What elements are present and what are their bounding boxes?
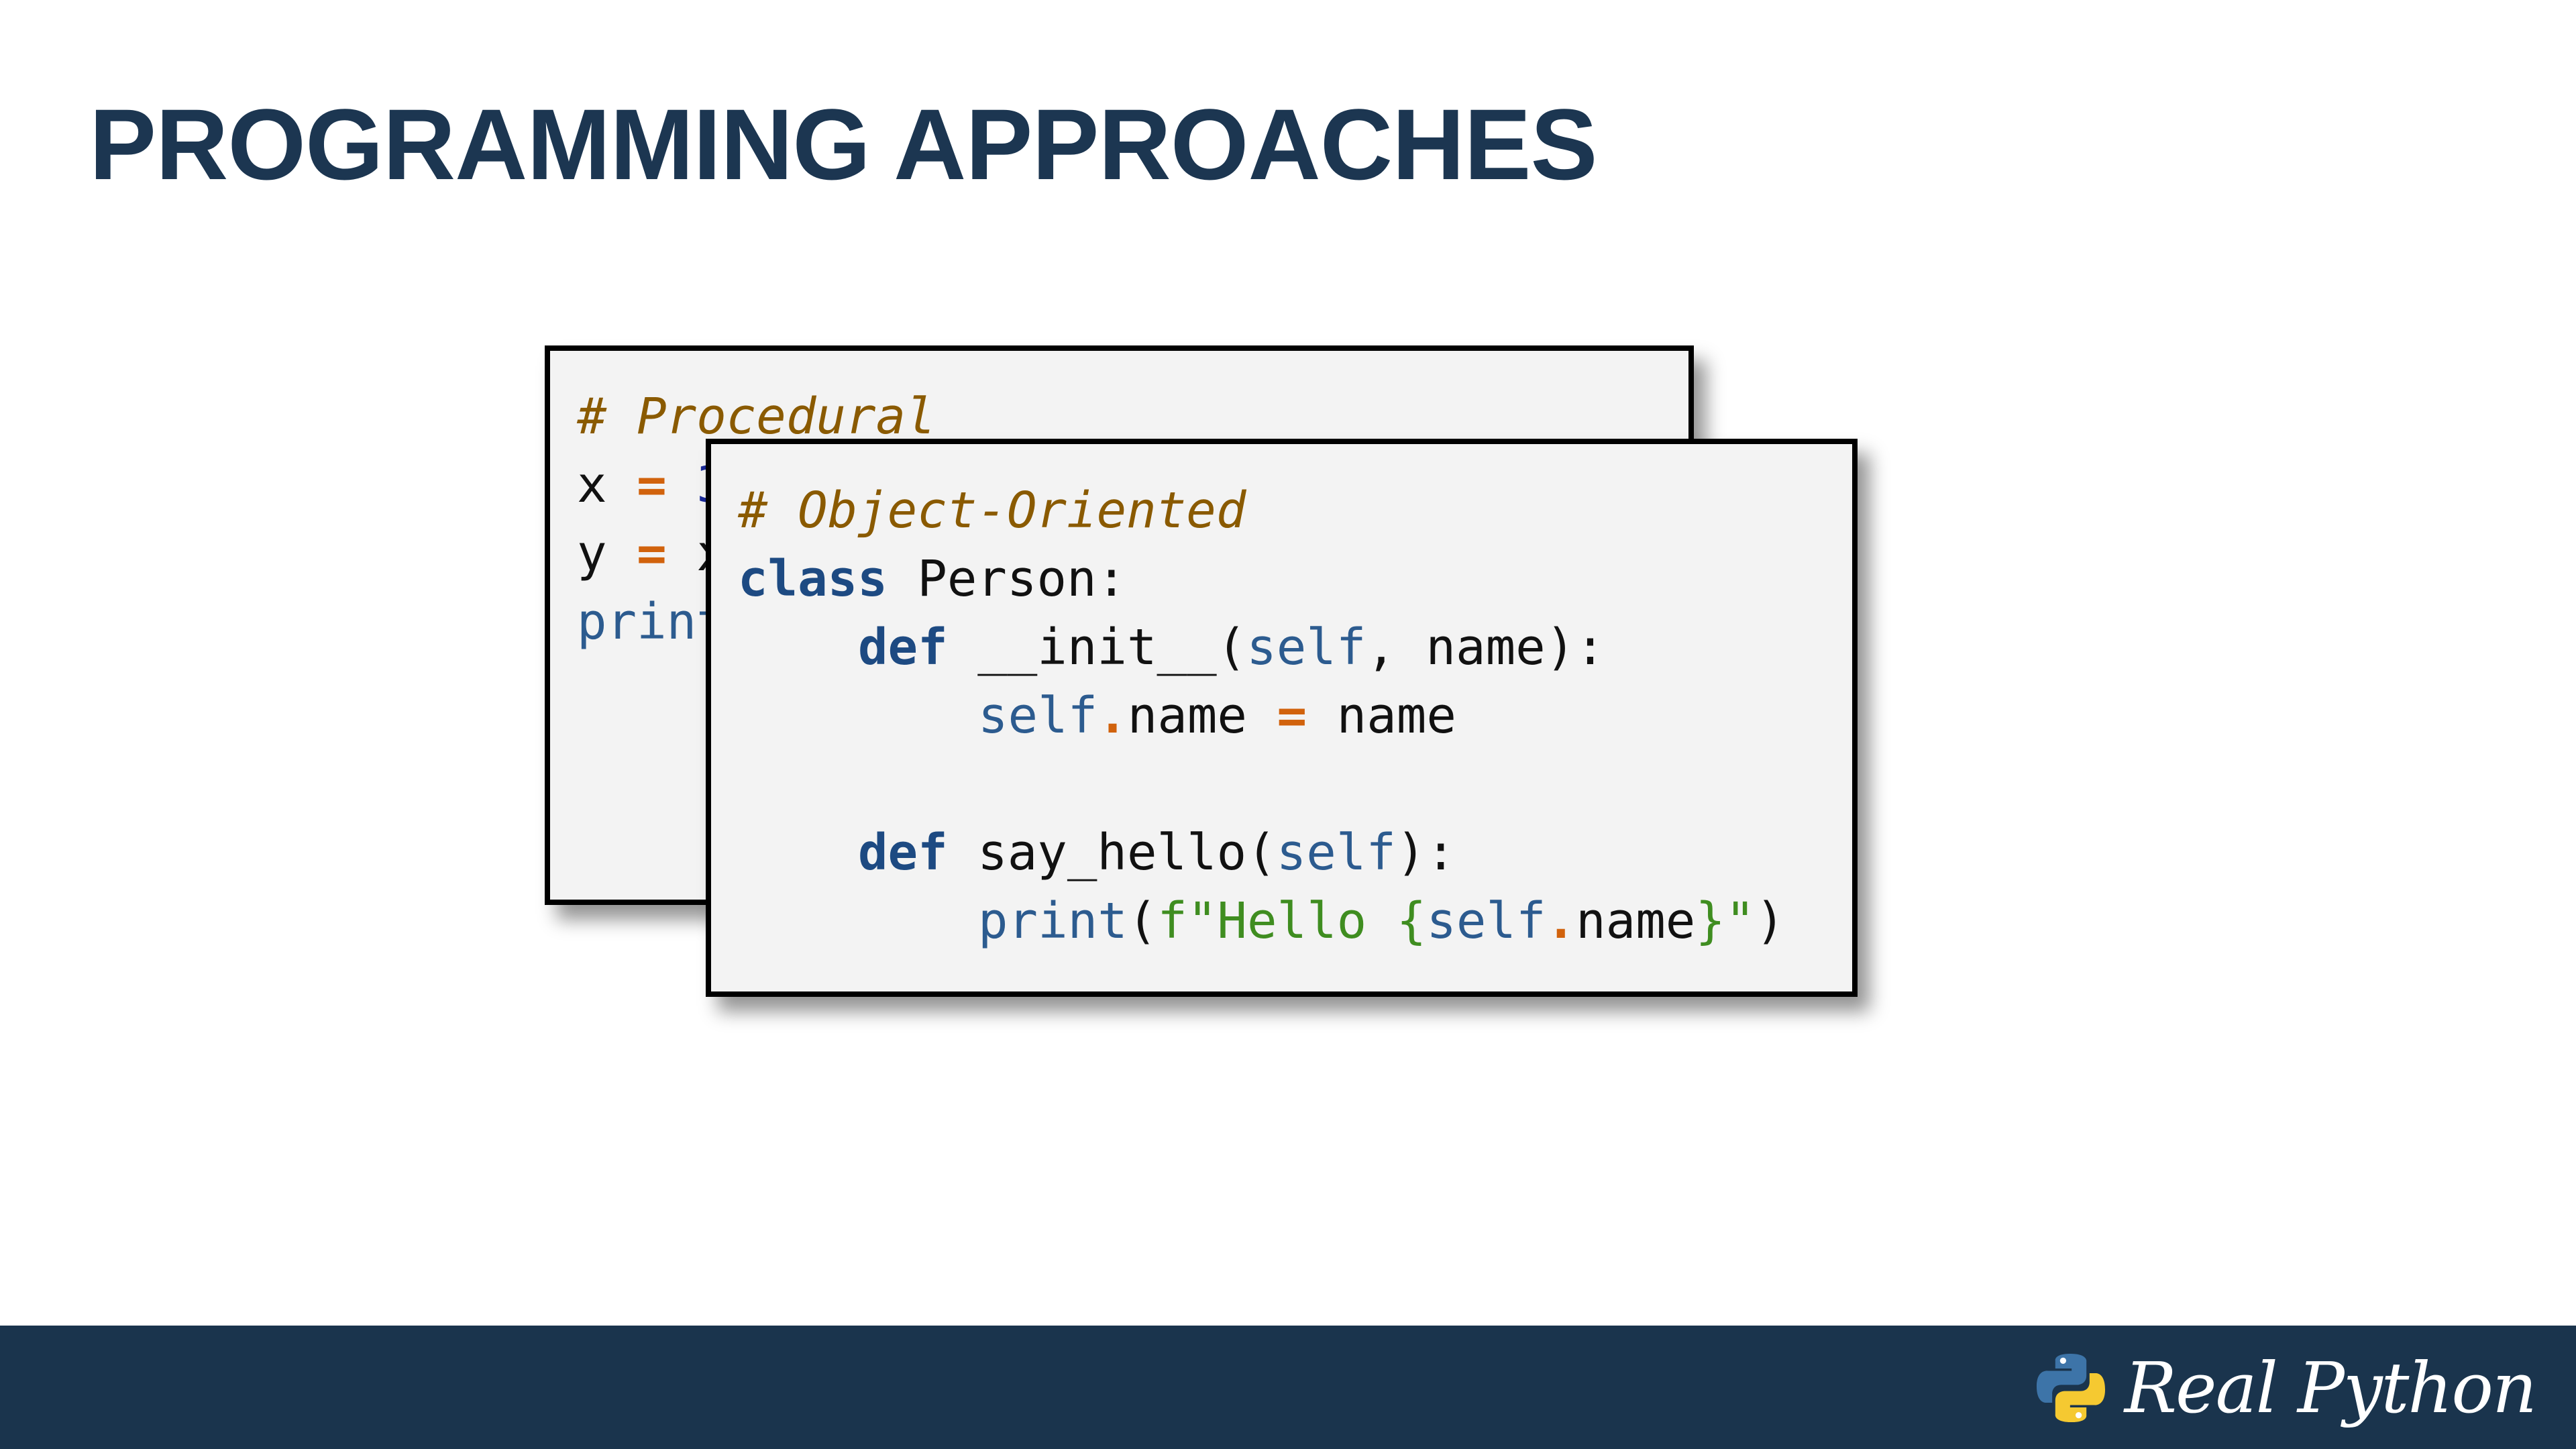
- code-attribute: name: [1127, 687, 1277, 745]
- code-operator: =: [1277, 687, 1307, 745]
- code-function-signature: ):: [1395, 824, 1456, 881]
- code-variable: x: [577, 456, 607, 514]
- code-comment: # Procedural: [577, 388, 936, 445]
- code-line: print: [577, 588, 1688, 656]
- code-line: # Object-Oriented: [738, 476, 1852, 545]
- code-line: def __init__(self, name):: [738, 613, 1852, 682]
- code-string-brace: }: [1695, 892, 1725, 950]
- code-self: self: [978, 687, 1098, 745]
- code-comment: # Object-Oriented: [738, 482, 1246, 539]
- code-keyword: def: [858, 824, 948, 881]
- code-function-signature: say_hello(: [947, 824, 1277, 881]
- python-logo-icon: [2036, 1353, 2105, 1423]
- code-keyword: class: [738, 550, 888, 608]
- code-keyword: def: [858, 619, 948, 676]
- code-builtin: print: [577, 593, 727, 651]
- code-operator: =: [637, 456, 667, 514]
- code-line: self.name = name: [738, 682, 1852, 750]
- code-string: ": [1725, 892, 1756, 950]
- code-blank-line: [738, 750, 1852, 818]
- footer-bar: Real Python: [0, 1326, 2576, 1449]
- code-attribute: name: [1576, 892, 1696, 950]
- code-variable: y: [577, 525, 607, 582]
- code-line: def say_hello(self):: [738, 818, 1852, 887]
- real-python-logo: Real Python: [2032, 1344, 2537, 1432]
- code-self: self: [1276, 824, 1396, 881]
- code-function-signature: __init__(: [947, 619, 1247, 676]
- code-self: self: [1426, 892, 1546, 950]
- code-string-brace: {: [1396, 892, 1427, 950]
- code-line: class Person:: [738, 545, 1852, 613]
- code-operator: .: [1546, 892, 1576, 950]
- brand-name: Real Python: [2124, 1347, 2537, 1429]
- code-class-name: Person:: [887, 550, 1127, 608]
- code-punctuation: ): [1755, 892, 1785, 950]
- code-variable: name: [1307, 687, 1456, 745]
- code-builtin: print: [978, 892, 1128, 950]
- code-operator: .: [1097, 687, 1128, 745]
- code-string: f"Hello: [1157, 892, 1397, 950]
- code-function-signature: , name):: [1366, 619, 1605, 676]
- code-line: print(f"Hello {self.name}"): [738, 887, 1852, 955]
- code-punctuation: (: [1127, 892, 1158, 950]
- code-line: # Procedural: [577, 382, 1688, 451]
- code-operator: =: [637, 525, 667, 582]
- slide-title: PROGRAMMING APPROACHES: [89, 88, 1598, 201]
- code-self: self: [1246, 619, 1366, 676]
